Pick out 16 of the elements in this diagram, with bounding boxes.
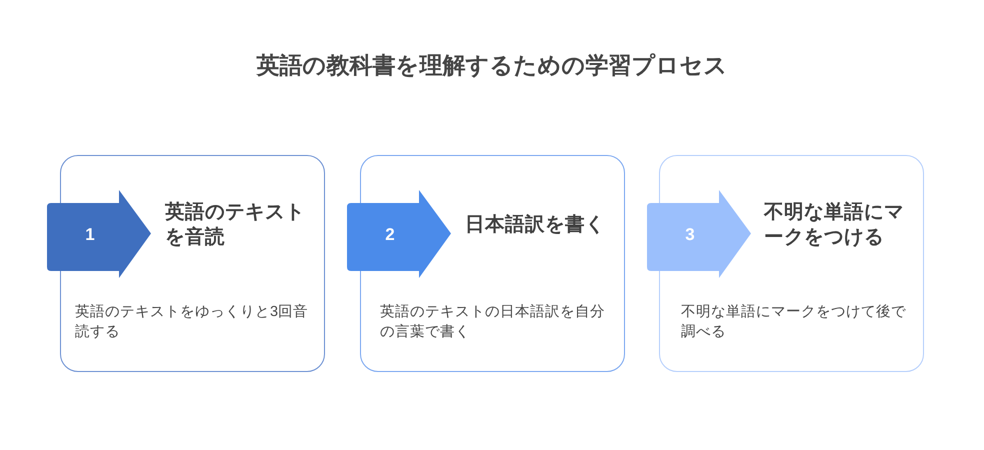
title: 英語の教科書を理解するための学習プロセス (256, 51, 728, 80)
step-description: 英語のテキストをゆっくりと3回音読する (75, 302, 309, 342)
step-number: 2 (384, 224, 396, 246)
step-description: 英語のテキストの日本語訳を自分の言葉で書く (380, 303, 606, 342)
step-card (659, 155, 924, 372)
step-arrow (347, 190, 451, 278)
step-arrow (47, 190, 151, 278)
step-card (360, 155, 625, 372)
step-description: 不明な単語にマークをつけて後で調べる (681, 303, 907, 342)
step-number: 3 (684, 224, 696, 246)
step-number: 1 (84, 224, 96, 246)
step-heading: 不明な単語にマークをつける (764, 200, 905, 250)
step-heading: 日本語訳を書く (465, 212, 605, 237)
step-card (60, 155, 325, 372)
step-arrow (647, 190, 751, 278)
step-heading: 英語のテキストを音読 (165, 200, 306, 250)
